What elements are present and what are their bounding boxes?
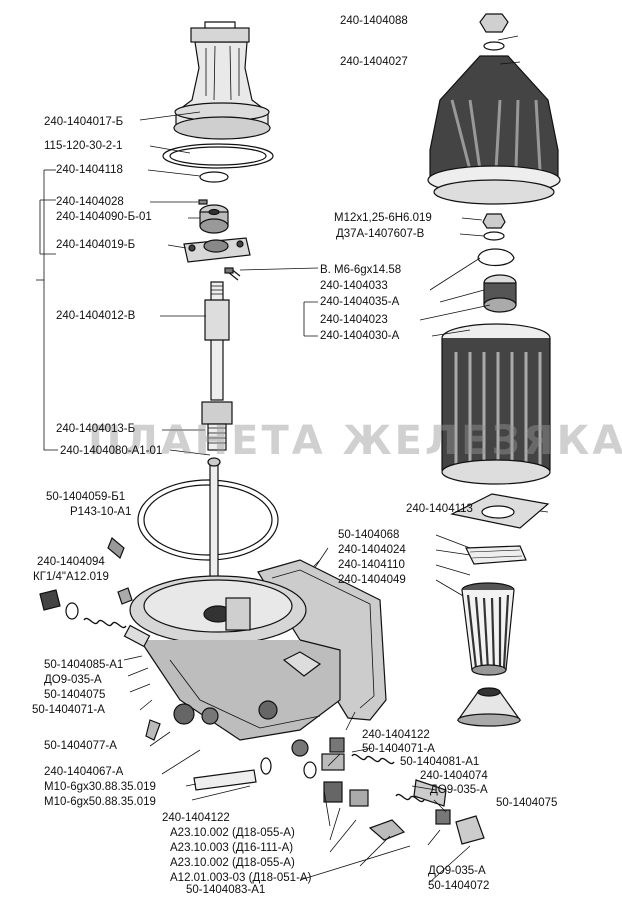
- large-o-ring: [137, 479, 279, 561]
- rotor-cone-part: [173, 21, 271, 140]
- label-240-1404033: 240-1404033: [320, 280, 388, 292]
- label-240-1404080-a1-01: 240-1404080-А1-01: [60, 445, 163, 457]
- label-50-1404075-1: 50-1404075: [44, 689, 106, 701]
- label-240-1404094: 240-1404094: [37, 556, 105, 568]
- rotor-gasket: [162, 143, 274, 169]
- label-do9-035-a-3: ДО9-035-А: [428, 865, 486, 877]
- label-50-1404072: 50-1404072: [428, 880, 490, 892]
- nut-part: [199, 204, 229, 234]
- label-240-1404090-b-01: 240-1404090-Б-01: [56, 211, 152, 223]
- label-240-1404019-b: 240-1404019-Б: [56, 239, 136, 251]
- label-240-1404012-v: 240-1404012-В: [56, 310, 136, 322]
- rotor-body: [441, 323, 551, 485]
- label-50-1404083-a1: 50-1404083-А1: [186, 884, 266, 896]
- label-m10x50: М10-6gх50.88.35.019: [44, 796, 156, 808]
- label-240-1404110: 240-1404110: [338, 559, 405, 571]
- label-240-1404122-1: 240-1404122: [362, 729, 430, 741]
- label-50-1404081-a1: 50-1404081-А1: [400, 756, 480, 768]
- watermark-text: ПЛАНЕТА ЖЕЛЕЗЯКА: [88, 418, 622, 464]
- left-small-parts: [39, 537, 161, 741]
- nozzle-plate: [183, 237, 251, 263]
- label-240-1404074: 240-1404074: [420, 770, 488, 782]
- hood-cap: [427, 55, 561, 205]
- label-50-1404071-a-2: 50-1404071-А: [362, 743, 435, 755]
- filter-cone: [456, 687, 522, 727]
- nozzle-cup: [483, 274, 517, 313]
- label-240-1404030-a: 240-1404030-А: [320, 330, 400, 342]
- right-snap-ring: [477, 248, 515, 267]
- label-a12-01-003-03: А12.01.003-03 (Д18-051-А): [170, 872, 312, 884]
- leader-brackets: [36, 111, 319, 456]
- label-50-1404075-2: 50-1404075: [496, 797, 558, 809]
- small-pin: [198, 199, 208, 205]
- label-do9-035-a-1: ДО9-035-А: [44, 674, 102, 686]
- bottom-small-parts: [193, 737, 485, 845]
- label-50-1404059-b1: 50-1404059-Б1: [46, 491, 126, 503]
- label-m12x125: М12х1,25-6Н6.019: [334, 212, 432, 224]
- rotor-axle: [201, 281, 233, 451]
- label-240-1404049: 240-1404049: [338, 574, 406, 586]
- filter-mesh: [461, 582, 515, 676]
- label-r143-10-a1: Р143-10-А1: [70, 506, 132, 518]
- right-nut: [482, 213, 506, 241]
- label-240-1404122-2: 240-1404122: [162, 812, 230, 824]
- label-50-1404068: 50-1404068: [338, 529, 400, 541]
- label-a23-10-002-2: А23.10.002 (Д18-055-А): [170, 857, 295, 869]
- label-240-1404035-a: 240-1404035-А: [320, 296, 400, 308]
- hood-nut: [479, 13, 509, 51]
- label-240-1404023: 240-1404023: [320, 314, 388, 326]
- label-d37a-1407607-v: Д37А-1407607-В: [336, 228, 425, 240]
- label-a23-10-003: А23.10.003 (Д16-111-А): [170, 842, 294, 854]
- label-50-1404085-a1: 50-1404085-А1: [44, 659, 124, 671]
- label-50-1404071-a-1: 50-1404071-А: [32, 704, 105, 716]
- label-115-120-30-2-1: 115-120-30-2-1: [44, 140, 123, 152]
- label-v-m6: В. М6-6gх14.58: [320, 264, 402, 276]
- label-a23-10-002-1: А23.10.002 (Д18-055-А): [170, 827, 295, 839]
- label-do9-035-a-2: ДО9-035-А: [430, 784, 488, 796]
- label-240-1404027: 240-1404027: [340, 56, 408, 68]
- label-240-1404013-b: 240-1404013-Б: [56, 423, 136, 435]
- small-screw: [224, 267, 241, 281]
- label-240-1404017-b: 240-1404017-Б: [44, 116, 124, 128]
- oil-filter-base: [129, 575, 341, 757]
- label-240-1404088: 240-1404088: [340, 15, 408, 27]
- label-240-1404028: 240-1404028: [56, 196, 124, 208]
- label-240-1404067-a: 240-1404067-А: [44, 766, 124, 778]
- label-kg14-a12-019: КГ1/4"А12.019: [33, 571, 109, 583]
- bottom-leaders: [123, 655, 471, 883]
- filter-disk: [450, 493, 550, 529]
- label-m10x30: М10-6gх30.88.35.019: [44, 781, 156, 793]
- label-240-1404118: 240-1404118: [56, 164, 123, 176]
- label-240-1404024: 240-1404024: [338, 544, 406, 556]
- snap-ring: [199, 171, 229, 183]
- filter-plate: [465, 545, 527, 565]
- label-50-1404077-a: 50-1404077-А: [44, 740, 117, 752]
- label-240-1404113: 240-1404113: [406, 503, 473, 515]
